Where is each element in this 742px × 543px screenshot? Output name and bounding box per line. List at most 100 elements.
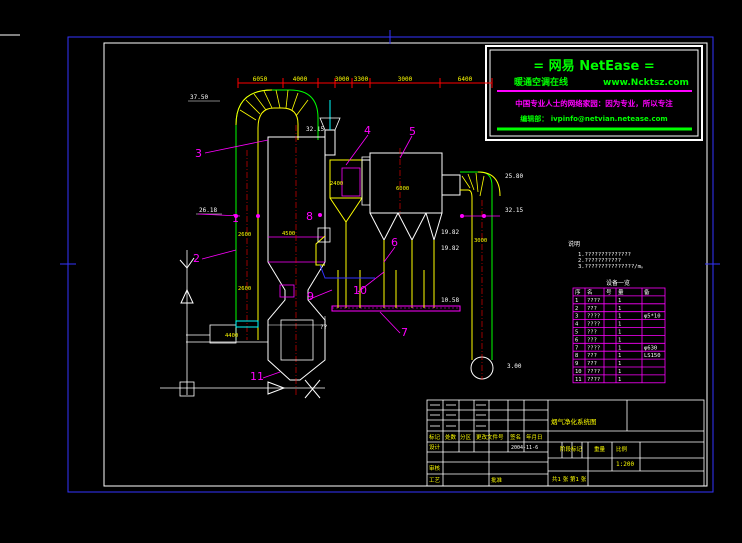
callout-11: 11 [250,370,264,383]
callout-9: 9 [307,290,314,303]
callout-8: 8 [306,210,313,223]
title-block: 烟气净化系统图 标记 处数 分区 更改文件号 签名 年月日 设计 审核 工艺 批… [426,399,705,487]
parts-cell: 1 [618,345,621,351]
parts-header-cell: 备 [644,288,650,296]
parts-cell: 11 [575,377,582,383]
banner-site-name: 暖通空调在线 [514,76,568,88]
process-drawing: 2600 4500 6000 2400 3000 2600 4400 1 2 3… [160,89,501,399]
callout-1: 1 [232,212,239,225]
netease-banner: = 网易 NetEase = 暖通空调在线 www.Ncktsz.com 中国专… [485,45,703,141]
right-duct [460,171,501,380]
main-tower [267,125,326,395]
tb-check: 审核 [429,464,441,472]
elev-2: 32.15 [306,126,324,133]
elev-4: 25.80 [505,173,523,180]
parts-cell: 10 [575,369,582,375]
parts-cell: ???? [587,369,600,375]
parts-cell: 1 [618,353,621,359]
inlet-piping [160,250,325,399]
note-line-3: 3.???????????????/m。 [578,264,646,270]
parts-cell: 1 [618,298,621,304]
parts-cell: ???? [587,314,600,320]
dia-7: 4400 [225,333,238,339]
parts-cell: 1 [618,314,621,320]
blue-connector [319,264,375,279]
parts-cell: ???? [587,345,600,351]
dia-5: 3000 [474,238,487,244]
tb-craft: 工艺 [429,477,441,484]
parts-cell: ???? [587,298,600,304]
parts-cell: 6 [575,337,578,343]
top-dimension-line: 6050 4000 3000 3300 3000 6400 [237,76,493,88]
elev-3: 26.18 [199,207,217,214]
dia-4: 2400 [330,181,343,187]
callout-2: 2 [193,252,200,265]
elev-6: 19.82 [441,229,459,236]
parts-cell: 1 [618,330,621,336]
parts-cell: 1 [618,361,621,367]
parts-cell: 5 [575,330,578,336]
dia-1: 2600 [238,232,251,238]
note-line-2: 2.??????????? [578,258,621,264]
parts-header-cell: 名 [587,288,593,296]
dia-2: 4500 [282,231,295,237]
supports [337,270,425,308]
callout-6: 6 [391,236,398,249]
parts-cell: φ5*10 [644,314,661,320]
parts-cell: 1 [575,298,578,304]
dim-top-3: 3000 [335,76,350,83]
parts-cell: 1 [618,377,621,383]
parts-cell: 2 [575,306,578,312]
callout-leaders [197,134,500,379]
elev-9: 3.00 [507,363,522,370]
tb-scale-value: 1:200 [616,461,634,468]
elev-7: 19.82 [441,245,459,252]
callout-3: 3 [195,147,202,160]
callout-dots [234,213,486,218]
banner-slogan: 中国专业人士的网络家园：因为专业，所以专注 [515,98,673,108]
elev-1: 37.50 [190,94,208,101]
parts-cell: ??? [587,306,597,312]
drawing-name: 烟气净化系统图 [551,417,597,426]
dim-top-4: 3300 [354,76,369,83]
elev-8: 10.58 [441,297,459,304]
parts-cell: 7 [575,345,578,351]
parts-cell: ??? [587,353,597,359]
tb-stage: 阶段标记 [560,445,583,453]
parts-header-cell: 量 [618,289,624,296]
parts-header-cell: 序 [575,288,581,296]
parts-cell: ???? [587,377,600,383]
tb-label-sign: 签名 [510,433,521,441]
frame-ticks [60,30,720,265]
notes-title: 说明 [568,240,580,248]
top-flue [319,100,341,156]
parts-cell: 3 [575,314,578,320]
parts-cell: 1 [618,337,621,343]
dia-6: 2600 [238,286,251,292]
dim-top-6: 6400 [458,76,473,83]
parts-cell: ??? [587,361,597,367]
parts-header-cell: 号 [606,289,612,296]
parts-cell: φ630 [644,345,657,351]
banner-site-url: www.Ncktsz.com [603,78,689,88]
tb-sheet: 共1 张 第1 张 [552,475,587,483]
dim-top-2: 4000 [293,76,308,83]
elev-5: 32.15 [505,207,523,214]
parts-cell: 1 [618,306,621,312]
notes: 说明 1.?????????????? 2.??????????? 3.????… [568,240,646,270]
left-duct [235,89,319,340]
parts-cell: ???? [587,322,600,328]
diameter-labels: 2600 4500 6000 2400 3000 2600 4400 [225,181,487,339]
tb-label-date: 年月日 [526,433,543,441]
banner-contact: 编辑部： ivpinfo@netvian.netease.com [520,114,667,123]
parts-title: 设备一览 [606,279,630,287]
tb-label-change-doc: 更改文件号 [476,433,504,441]
parts-cell: 8 [575,353,578,359]
callout-7: 7 [401,326,408,339]
tb-approve: 批准 [491,476,503,484]
dia-3: 6000 [396,186,409,192]
parts-cell: ??? [587,337,597,343]
